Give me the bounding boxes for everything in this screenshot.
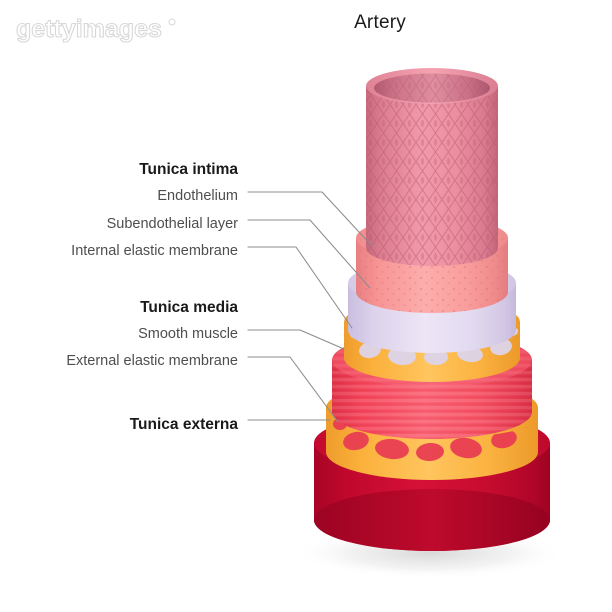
label-tunica-media-text: Tunica media	[140, 299, 238, 316]
label-subendothelial-layer-text: Subendothelial layer	[106, 216, 238, 232]
label-internal-elastic-membrane: Internal elastic membrane	[71, 243, 238, 259]
label-tunica-intima: Tunica intima	[139, 161, 238, 179]
leader-internal-elastic-membrane	[247, 246, 353, 329]
label-tunica-externa-text: Tunica externa	[129, 416, 238, 433]
leader-external-elastic-membrane	[247, 356, 339, 423]
label-smooth-muscle-text: Smooth muscle	[138, 326, 238, 342]
leader-smooth-muscle	[247, 329, 345, 350]
label-endothelium-text: Endothelium	[157, 188, 238, 204]
leader-subendothelial-layer	[247, 219, 371, 289]
label-external-elastic-membrane-text: External elastic membrane	[66, 353, 238, 369]
label-tunica-externa: Tunica externa	[130, 416, 238, 434]
leader-lines	[247, 191, 373, 423]
label-internal-elastic-membrane-text: Internal elastic membrane	[71, 243, 238, 259]
page-title-text: Artery	[354, 12, 406, 33]
label-tunica-media: Tunica media	[140, 299, 238, 317]
label-tunica-intima-text: Tunica intima	[139, 161, 238, 178]
leader-endothelium	[247, 191, 373, 247]
layer-endothelium	[366, 68, 498, 266]
page-title: Artery	[0, 12, 612, 34]
label-external-elastic-membrane: External elastic membrane	[66, 353, 238, 369]
label-subendothelial-layer: Subendothelial layer	[107, 216, 238, 232]
label-endothelium: Endothelium	[157, 188, 238, 204]
label-smooth-muscle: Smooth muscle	[138, 326, 238, 342]
